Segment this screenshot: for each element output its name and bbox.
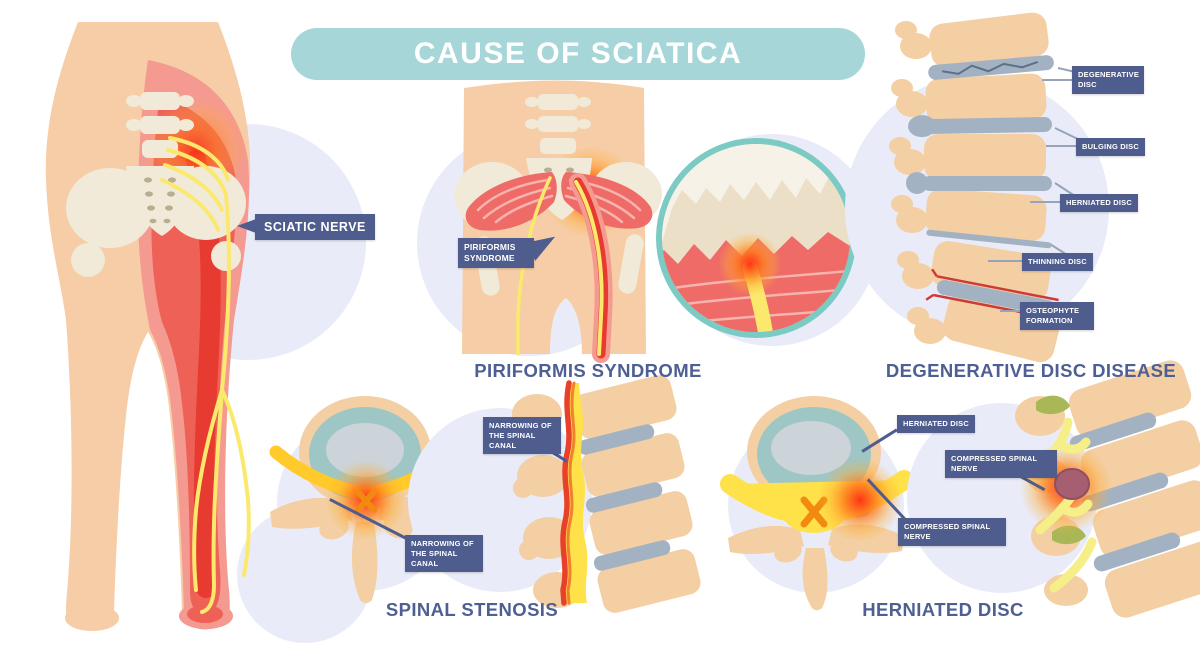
vertebral-bodies bbox=[573, 375, 701, 613]
bulging-disc bbox=[908, 115, 1053, 138]
heading-spinal-stenosis: SPINAL STENOSIS bbox=[385, 599, 559, 620]
piriformis-inset-illustration bbox=[656, 134, 878, 346]
callout-label-degenerative-disc: DEGENERATIVE DISC bbox=[1072, 66, 1144, 94]
callout-label-osteophyte-formation: OSTEOPHYTE FORMATION bbox=[1020, 302, 1094, 330]
callout-label-thinning-disc: THINNING DISC bbox=[1022, 253, 1093, 271]
piriformis-illustration bbox=[417, 80, 662, 363]
callout-label-narrowing-top: NARROWING OF THE SPINAL CANAL bbox=[483, 417, 561, 455]
degenerative-disc bbox=[928, 55, 1054, 80]
herniated-disc bbox=[906, 172, 1052, 194]
leader-line bbox=[1046, 145, 1076, 147]
stenosis-side-view-illustration bbox=[408, 375, 701, 613]
callout-pointer bbox=[237, 219, 256, 233]
callout-label-piriformis-syndrome: PIRIFORMIS SYNDROME bbox=[458, 231, 561, 269]
callout-label-compressed-nerve-right: COMPRESSED SPINAL NERVE bbox=[945, 450, 1057, 478]
callout-label-compressed-nerve-left: COMPRESSED SPINAL NERVE bbox=[898, 518, 1006, 546]
heading-herniated-disc: HERNIATED DISC bbox=[862, 599, 1024, 620]
leader-line bbox=[988, 260, 1022, 262]
herniated-side-view-illustration bbox=[907, 360, 1200, 618]
sciatic-nerve-lines bbox=[160, 136, 251, 614]
callout-label-sciatic-nerve: SCIATIC NERVE bbox=[237, 214, 375, 241]
inflammation-glow bbox=[818, 458, 902, 542]
leader-line bbox=[1042, 79, 1072, 81]
heading-degenerative-disc-disease: DEGENERATIVE DISC DISEASE bbox=[885, 360, 1177, 381]
leader-line bbox=[1000, 310, 1022, 312]
leader-line bbox=[1030, 201, 1060, 203]
callout-label-bulging-disc: BULGING DISC bbox=[1076, 138, 1145, 156]
narrowed-spinal-canal bbox=[560, 380, 588, 606]
compressed-cord bbox=[355, 489, 377, 513]
title-banner: CAUSE OF SCIATICA bbox=[291, 28, 865, 80]
herniated-disc-bulge bbox=[1054, 468, 1090, 500]
callout-label-herniated-disc-cross: HERNIATED DISC bbox=[897, 415, 975, 433]
callout-label-herniated-disc: HERNIATED DISC bbox=[1060, 194, 1138, 212]
thinning-disc bbox=[926, 229, 1052, 249]
sciatic-nerve-path bbox=[516, 173, 613, 363]
callout-label-narrowing-bottom: NARROWING OF THE SPINAL CANAL bbox=[405, 535, 483, 573]
page-title: CAUSE OF SCIATICA bbox=[413, 37, 743, 70]
vertebral-bodies bbox=[1068, 360, 1200, 618]
body-back-view-illustration bbox=[45, 22, 373, 643]
herniated-cross-section-illustration bbox=[720, 396, 914, 611]
heading-piriformis-syndrome: PIRIFORMIS SYNDROME bbox=[474, 360, 702, 381]
ligament bbox=[1036, 395, 1070, 415]
